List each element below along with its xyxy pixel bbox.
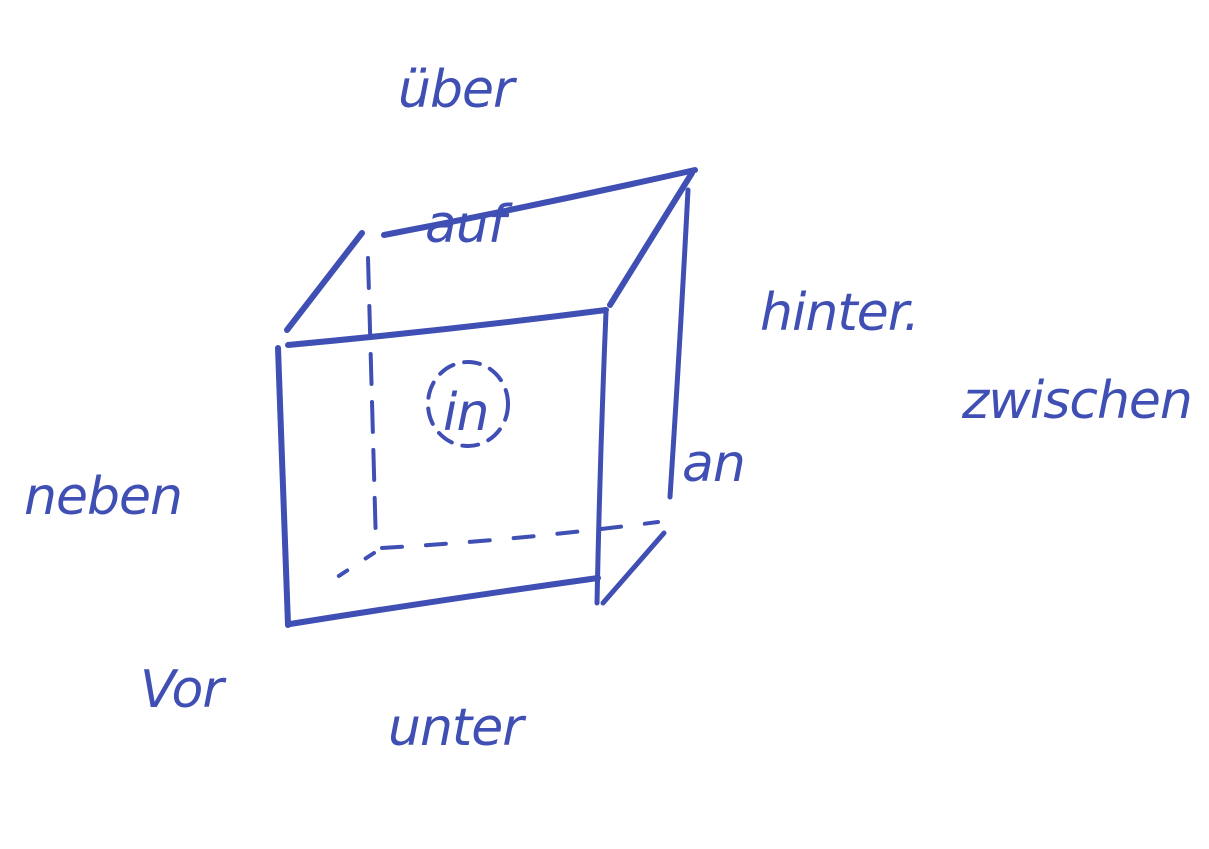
in-dashed-circle [426, 360, 510, 448]
cube-front-left-edge [275, 345, 291, 628]
cube-front-right-edge [594, 309, 609, 606]
label-an: an [682, 434, 745, 494]
label-in: in [443, 383, 488, 443]
label-vor: Vor [140, 660, 227, 720]
label-unter: unter [388, 698, 527, 758]
label-neben: neben [24, 467, 182, 527]
cube-top-right-depth-edge [607, 170, 695, 308]
cube-front-bottom-edge [287, 575, 601, 627]
cube-front-top-edge [285, 307, 609, 348]
label-zwischen: zwischen [961, 371, 1192, 431]
cube-hidden-bottom-left-edge [323, 551, 376, 587]
cube-back-top-edge [381, 167, 698, 238]
cube-hidden-vertical-edge [366, 256, 378, 547]
cube-top-left-depth-edge [284, 230, 365, 333]
label-auf: auf [425, 195, 513, 255]
label-ueber: über [398, 60, 518, 120]
preposition-labels: über auf hinter. zwischen in an neben Vo… [24, 60, 1193, 758]
cube-hidden-bottom-back-edge [380, 520, 660, 550]
cube-drawing [275, 167, 698, 628]
label-hinter: hinter. [760, 283, 919, 343]
cube-back-right-edge [667, 187, 691, 500]
cube-bottom-right-depth-edge [600, 530, 667, 606]
